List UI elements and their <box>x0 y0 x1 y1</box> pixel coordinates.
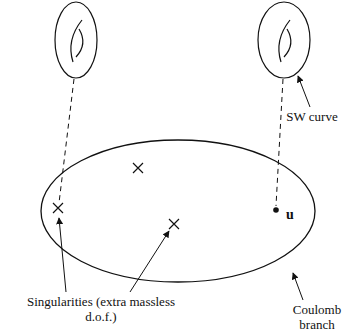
point-dot <box>273 207 279 213</box>
torus-curve <box>55 2 97 78</box>
torus-curve <box>258 2 310 78</box>
coulomb-branch-ellipse <box>41 140 315 282</box>
callout-label: SW curve <box>280 110 344 125</box>
point-label: u <box>283 207 297 223</box>
callout-label: Singularities (extra massless d.o.f.) <box>16 295 186 325</box>
singularity-crosses <box>53 163 179 229</box>
callout-label: Coulomb branch <box>289 303 345 333</box>
fibre-line <box>59 79 283 206</box>
leader-arrow <box>59 76 310 300</box>
